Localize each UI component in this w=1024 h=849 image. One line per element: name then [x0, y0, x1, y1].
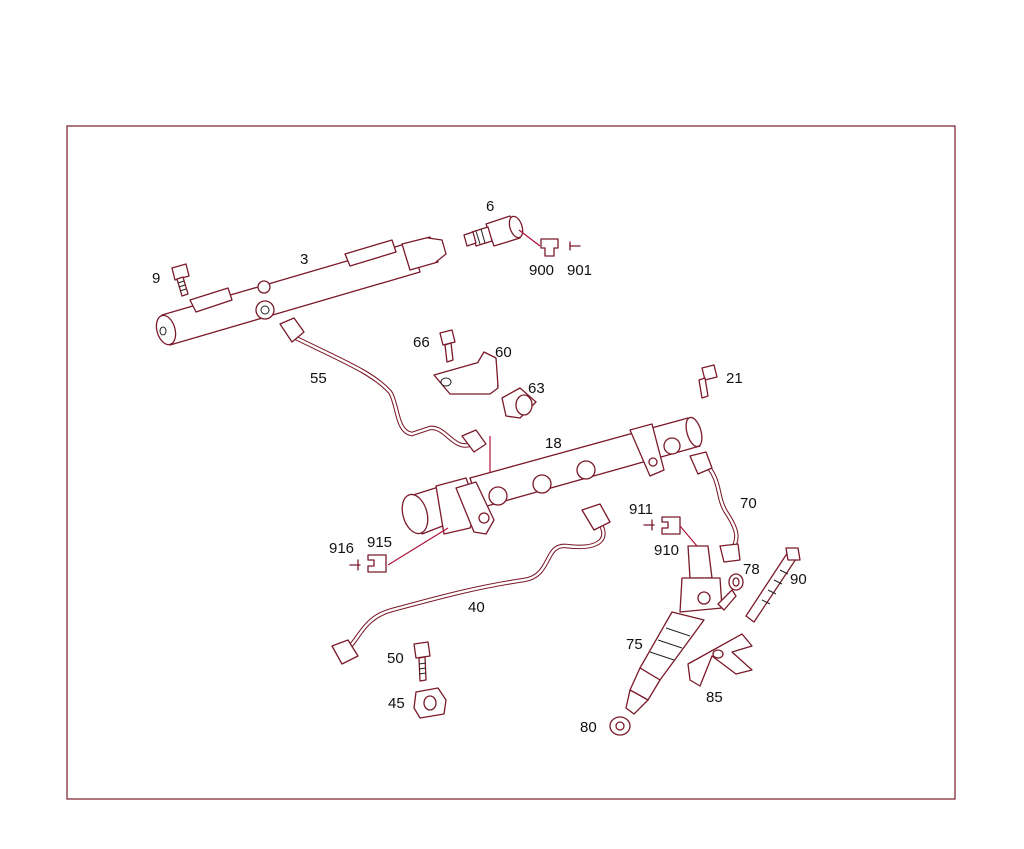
callout-915: 915 — [367, 534, 392, 551]
part-75-injector[interactable] — [625, 545, 737, 715]
part-915-connector[interactable] — [367, 554, 387, 573]
part-80-seal[interactable] — [609, 716, 631, 736]
part-45-clip[interactable] — [413, 687, 447, 719]
part-85-clamp[interactable] — [687, 633, 753, 687]
part-9-bolt[interactable] — [171, 263, 190, 297]
callout-75: 75 — [626, 636, 643, 653]
callout-80: 80 — [580, 719, 597, 736]
part-910-connector[interactable] — [661, 516, 681, 535]
part-21-bolt[interactable] — [698, 364, 718, 399]
part-900-connector[interactable] — [540, 238, 559, 257]
part-78-washer[interactable] — [728, 573, 744, 591]
callout-78: 78 — [743, 561, 760, 578]
callout-45: 45 — [388, 695, 405, 712]
callout-63: 63 — [528, 380, 545, 397]
callout-901: 901 — [567, 262, 592, 279]
part-60-bracket[interactable] — [433, 351, 499, 395]
callout-40: 40 — [468, 599, 485, 616]
callout-66: 66 — [413, 334, 430, 351]
callout-910: 910 — [654, 542, 679, 559]
callout-9: 9 — [152, 270, 160, 287]
part-916-pin[interactable] — [349, 559, 361, 571]
callout-916: 916 — [329, 540, 354, 557]
callout-50: 50 — [387, 650, 404, 667]
part-90-stud[interactable] — [745, 547, 801, 623]
callout-21: 21 — [726, 370, 743, 387]
callout-60: 60 — [495, 344, 512, 361]
callout-911: 911 — [629, 501, 653, 518]
callout-55: 55 — [310, 370, 327, 387]
part-3-fuel-rail[interactable] — [153, 236, 447, 347]
callout-70: 70 — [740, 495, 757, 512]
part-911-pin[interactable] — [643, 519, 655, 531]
part-55-pipe[interactable] — [279, 317, 487, 453]
callout-3: 3 — [300, 251, 308, 268]
callout-6: 6 — [486, 198, 494, 215]
callout-900: 900 — [529, 262, 554, 279]
part-70-pipe[interactable] — [689, 451, 741, 563]
part-40-pipe[interactable] — [331, 503, 611, 665]
diagram-frame — [66, 125, 956, 800]
part-66-bolt[interactable] — [439, 329, 456, 363]
part-63-sleeve[interactable] — [501, 387, 537, 419]
callout-90: 90 — [790, 571, 807, 588]
callout-18: 18 — [545, 435, 562, 452]
part-6-pressure-sensor[interactable] — [463, 215, 525, 247]
part-901-pin[interactable] — [569, 241, 581, 251]
callout-85: 85 — [706, 689, 723, 706]
part-18-fuel-rail[interactable] — [398, 416, 705, 537]
part-50-bolt[interactable] — [413, 641, 431, 682]
